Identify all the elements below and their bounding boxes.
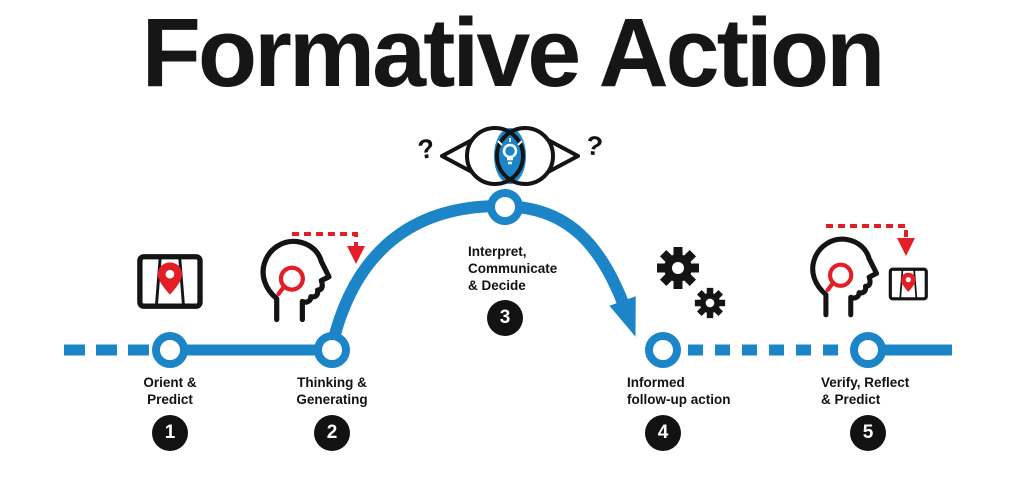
node-step-2: [314, 332, 350, 368]
node-step-4: [645, 332, 681, 368]
step-label-verify-reflect-predict: Verify, Reflect & Predict: [821, 375, 910, 407]
step-label-orient-predict: Orient & Predict: [143, 375, 197, 407]
step-label-informed-followup: Informed follow-up action: [627, 375, 731, 407]
lightbulb-icon: [497, 138, 523, 165]
step-number-badge-4: 4: [645, 415, 681, 451]
node-step-1: [152, 332, 188, 368]
gears-icon: [657, 247, 726, 319]
step-number-badge-2: 2: [314, 415, 350, 451]
head-with-map-icon: [813, 224, 928, 315]
step-label-interpret-communicate-decide: Interpret, Communicate & Decide: [468, 244, 558, 293]
step-label-thinking-generating: Thinking & Generating: [296, 375, 368, 407]
node-step-5: [850, 332, 886, 368]
insight-eye-icon: [440, 126, 580, 186]
page-title: Formative Action: [141, 0, 886, 107]
step-number-badge-3: 3: [487, 300, 523, 336]
step-number-badge-5: 5: [850, 415, 886, 451]
node-step-3: [487, 189, 523, 225]
step-number-badge-1: 1: [152, 415, 188, 451]
map-pin-icon: [140, 257, 200, 306]
thinking-head-icon: [263, 232, 365, 320]
